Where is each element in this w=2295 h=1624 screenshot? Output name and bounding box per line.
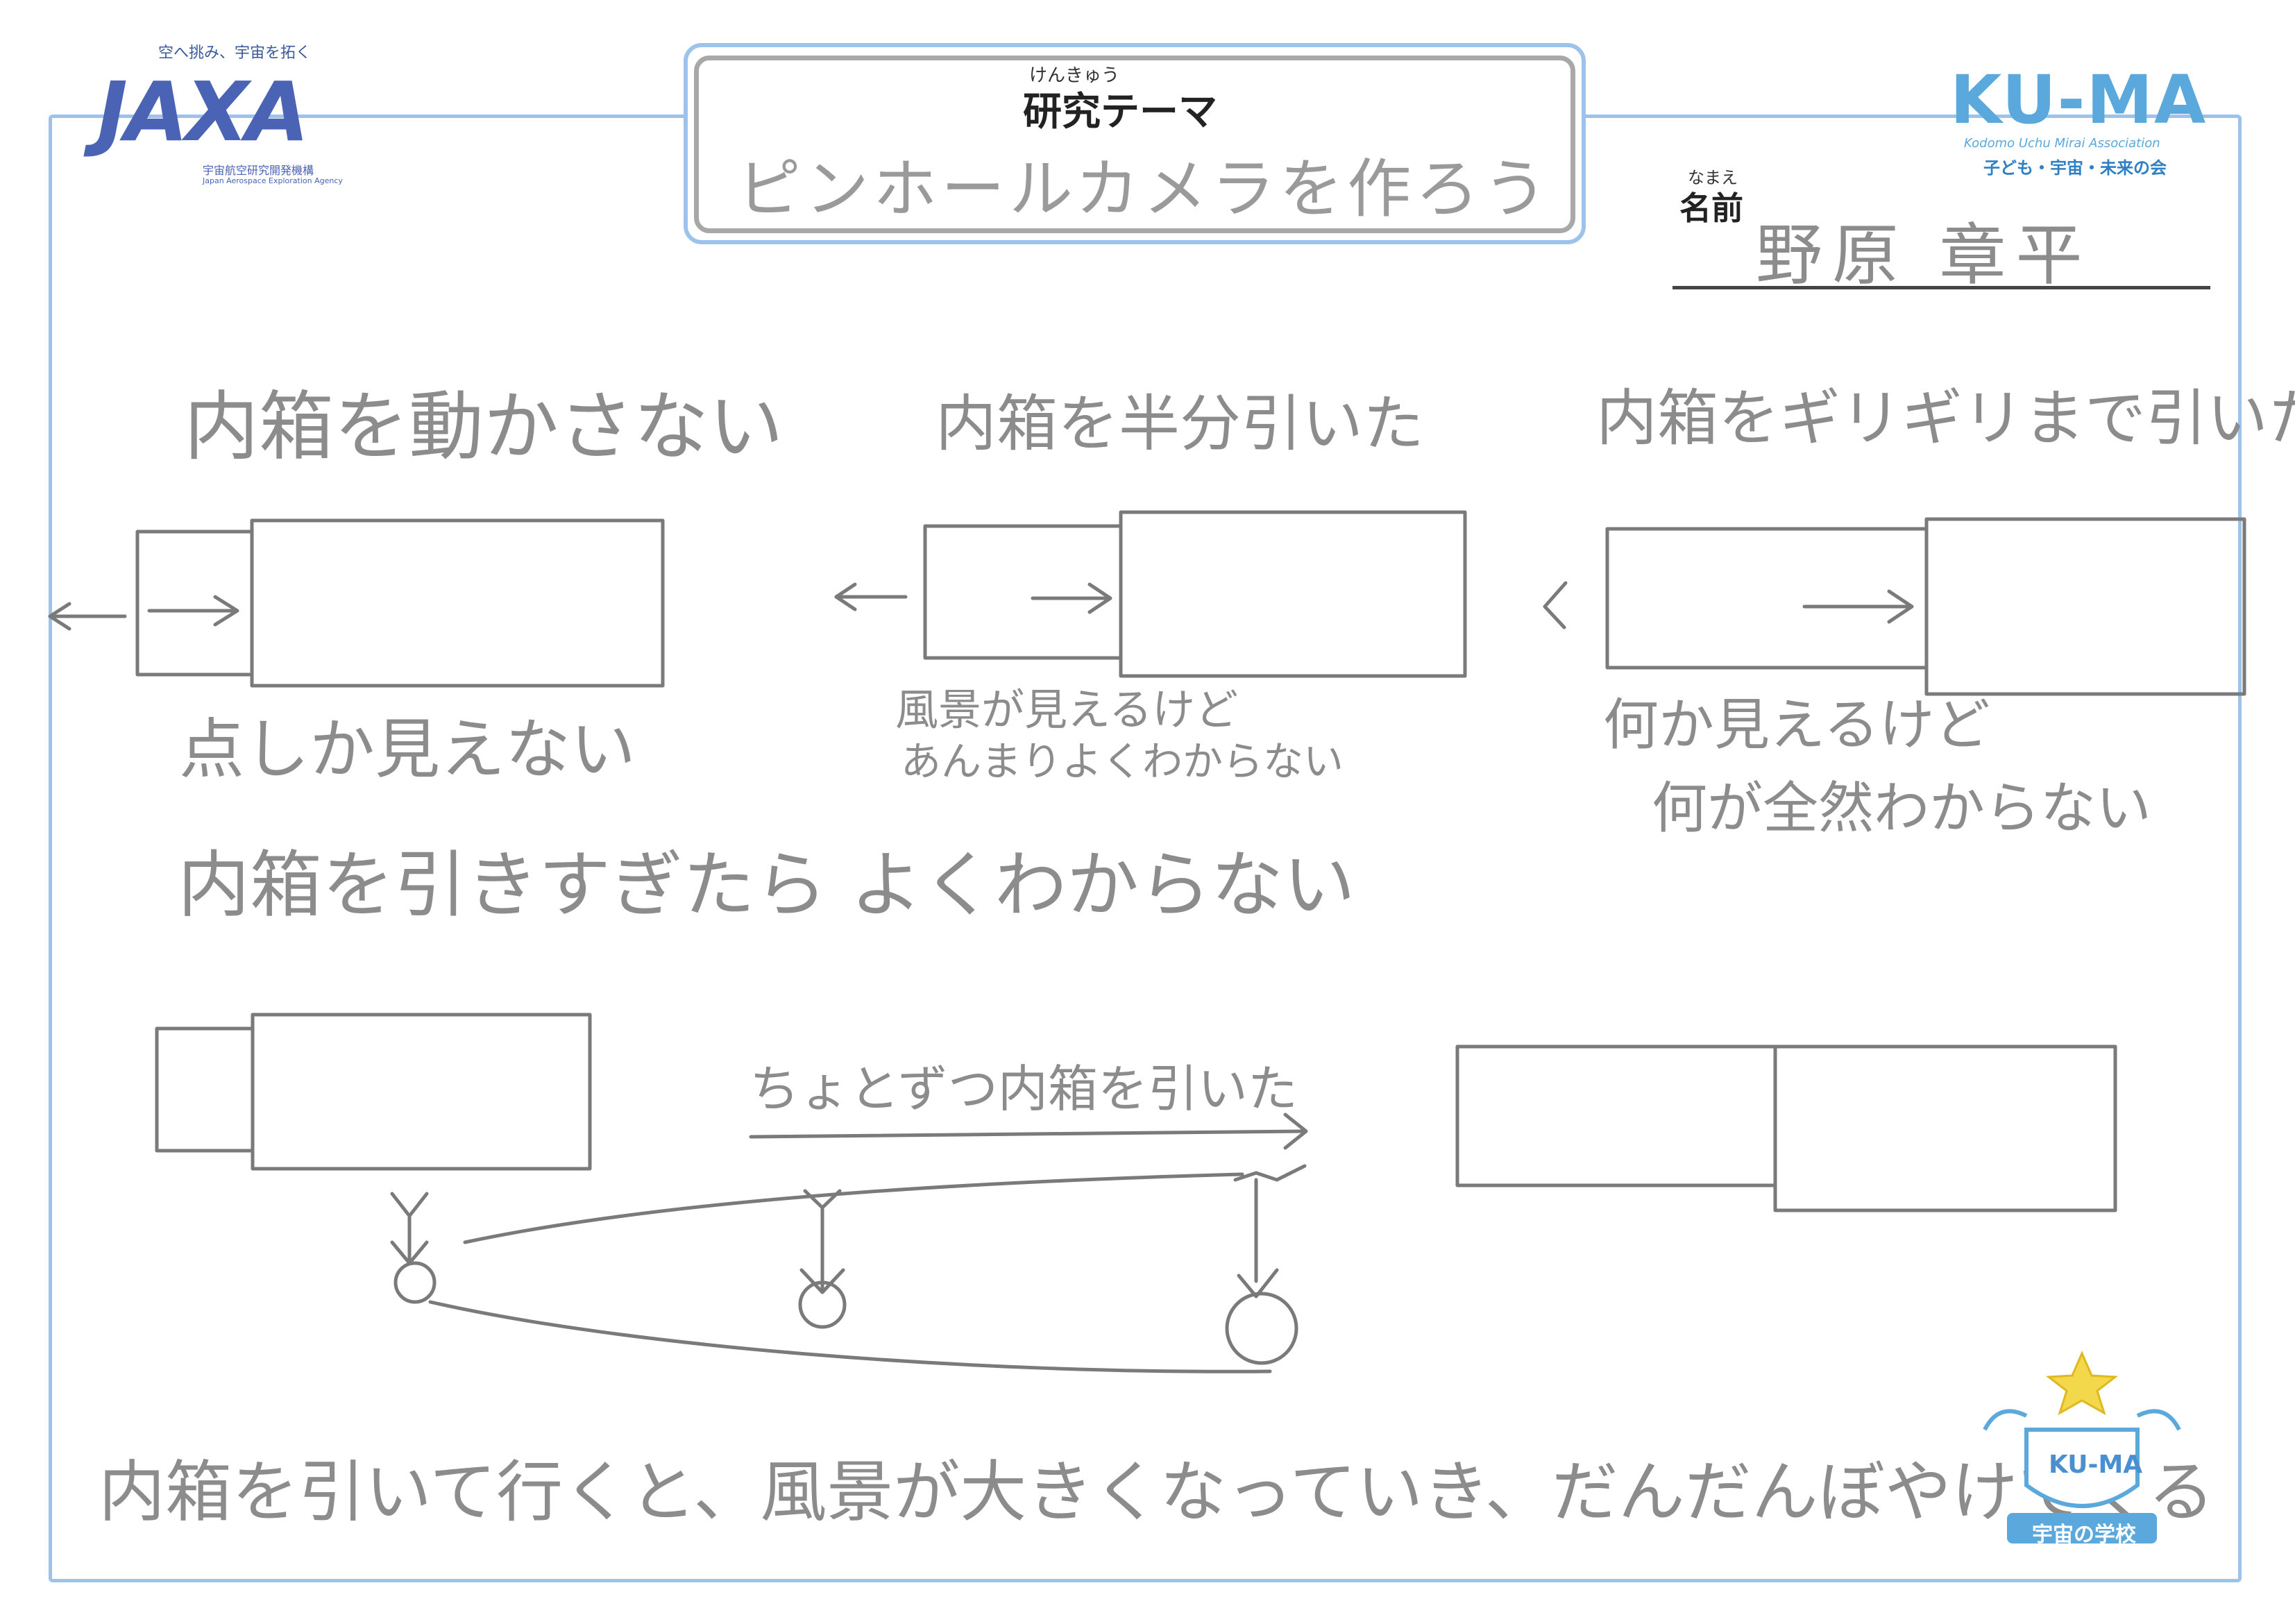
kuma-name-jp: 子ども・宇宙・未来の会: [1983, 158, 2167, 178]
kuma-school-badge: [1983, 1351, 2181, 1543]
jaxa-org-jp: 宇宙航空研究開発機構: [203, 164, 314, 177]
case2-title: 内箱を半分引いた: [935, 388, 1425, 459]
box-sketch-bottom-left: [155, 1013, 592, 1171]
case3-title: 内箱をギリギリまで引いた: [1596, 382, 2295, 454]
case3-result-line2: 何が全然わからない: [1652, 776, 2151, 840]
jaxa-org-en: Japan Aerospace Exploration Agency: [203, 176, 343, 185]
box-sketch-bottom-right: [1455, 1044, 2117, 1212]
case3-result-line1: 何か見えるけど: [1603, 693, 1990, 757]
conclusion: 内箱を引いて行くと、風景が大きくなっていき、だんだんぼやけてくる: [99, 1453, 2214, 1531]
image-figure-3: [1225, 1164, 1307, 1365]
box-sketch-case2: [834, 510, 1467, 678]
case1-title: 内箱を動かさない: [184, 384, 784, 471]
name-label: 名前: [1679, 189, 1743, 227]
kuma-logo: KU-MA: [1950, 61, 2208, 139]
name-value: 野原 章平: [1756, 217, 2092, 294]
box-sketch-case1: [48, 518, 665, 688]
expansion-curve: [428, 1172, 1272, 1373]
pull-arrow: [749, 1113, 1308, 1150]
name-furigana: なまえ: [1688, 168, 1738, 187]
theme-furigana: けんきゅう: [1029, 65, 1120, 86]
image-figure-2: [798, 1189, 847, 1329]
case2-result-line1: 風景が見えるけど: [895, 684, 1239, 735]
theme-label: 研究テーマ: [1023, 90, 1217, 135]
image-figure-1: [390, 1192, 437, 1304]
arrow-label: ちょとずつ内箱を引いた: [750, 1060, 1298, 1118]
badge-caption: 宇宙の学校: [2032, 1523, 2136, 1547]
case2-result-line2: あんまりよくわからない: [901, 738, 1344, 785]
badge-label: KU-MA: [2049, 1450, 2143, 1479]
kuma-name-en: Kodomo Uchu Mirai Association: [1964, 136, 2160, 151]
theme-box-inner: [694, 56, 1575, 233]
name-underline: [1672, 286, 2210, 289]
case1-result: 点しか見えない: [179, 712, 636, 788]
summary-note: 内箱を引きすぎたら よくわからない: [178, 843, 1356, 927]
box-sketch-case3: [1543, 517, 2246, 696]
jaxa-tagline: 空へ挑み、宇宙を拓く: [158, 44, 312, 62]
theme-value: ピンホールカメラを作ろう: [737, 152, 1552, 226]
jaxa-logo: JAXA: [97, 64, 310, 160]
